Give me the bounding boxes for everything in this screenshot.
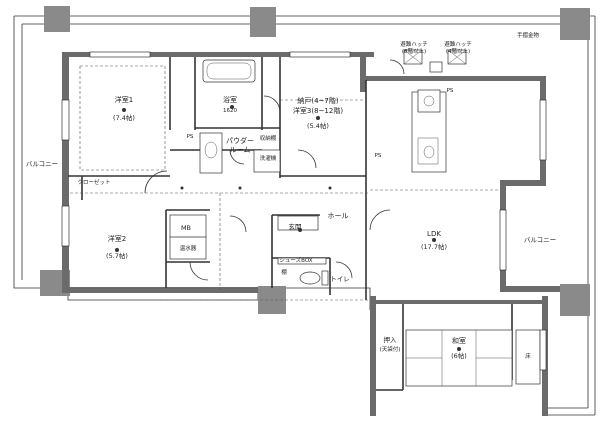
western-room-2-label: 洋室2 — [108, 234, 126, 243]
column-bottom-right — [560, 284, 590, 316]
powder-room-sub: ルーム — [230, 146, 251, 154]
kitchen-counter — [411, 89, 447, 173]
vanity-sink — [199, 132, 223, 174]
japanese-room-label: 和室 — [452, 336, 466, 345]
mb-label: MB — [181, 224, 191, 232]
column-top-mid — [250, 7, 276, 37]
laundry-area — [253, 149, 281, 173]
mb-box — [169, 214, 207, 260]
japanese-room-size: (6帖) — [451, 351, 467, 360]
tokonoma-label: 床 — [525, 352, 531, 360]
balcony-right-label: バルコニー — [524, 236, 556, 244]
pipe-shaft-label-3: PS — [375, 153, 382, 159]
laundry-label: 洗濯機 — [260, 154, 277, 162]
fire-hatch-sub: (8階以上) — [402, 47, 426, 55]
column-top-right — [560, 8, 590, 40]
toilet-label: トイレ — [330, 275, 350, 283]
fire-hatch-label: 避難ハッチ — [400, 40, 428, 48]
pipe-shaft-label-2: PS — [187, 134, 194, 140]
oshiire-sub-label: (天袋付) — [380, 345, 401, 353]
entrance-label: 玄関 — [289, 222, 302, 231]
powder-room-label: パウダー — [226, 136, 254, 145]
ceiling-lights — [115, 105, 461, 351]
column-top-left — [44, 6, 70, 32]
shelf-label: 棚 — [281, 268, 287, 276]
escape-hatches — [403, 49, 467, 73]
door-swings — [144, 59, 405, 281]
ldk-label: LDK — [427, 230, 441, 238]
pipe-shaft-label: PS — [447, 88, 454, 94]
dashed-lines — [70, 65, 500, 301]
fire-hatch-sub-2: (4階以上) — [446, 47, 470, 55]
balcony-frame — [13, 15, 596, 416]
tatami-mats — [405, 329, 541, 387]
structural-columns — [40, 6, 590, 316]
bathtub — [202, 59, 256, 83]
storage-room-label: 納戸(4~7階) — [297, 96, 339, 105]
hall-label: ホール — [328, 212, 349, 220]
shoe-box — [277, 215, 327, 265]
fire-hatch-label-2: 避難ハッチ — [444, 40, 472, 48]
handrail-label: 手摺金物 — [517, 31, 540, 39]
balcony-left-label: バルコニー — [26, 160, 58, 168]
oshiire-label: 押入 — [384, 335, 398, 344]
water-heater-label: 温水器 — [180, 244, 197, 252]
bathroom-size: 1620 — [223, 108, 237, 114]
western-room-1-size: (7.4帖) — [113, 113, 135, 122]
toilet-fixture — [299, 270, 329, 286]
windows — [61, 51, 547, 371]
storage-room-size: (5.4帖) — [307, 121, 329, 130]
ldk-size: (17.7帖) — [421, 242, 447, 251]
western-room-2-size: (5.7帖) — [106, 251, 128, 260]
bathroom-label: 浴室 — [223, 95, 237, 104]
closet-label: クローゼット — [77, 178, 110, 186]
western-room-1-label: 洋室1 — [115, 95, 133, 104]
shoe-box-label: シューズBOX — [279, 256, 312, 264]
storage-shelf-label: 収納棚 — [260, 134, 277, 142]
western-room-3-label: 洋室3(8~12階) — [293, 106, 343, 115]
